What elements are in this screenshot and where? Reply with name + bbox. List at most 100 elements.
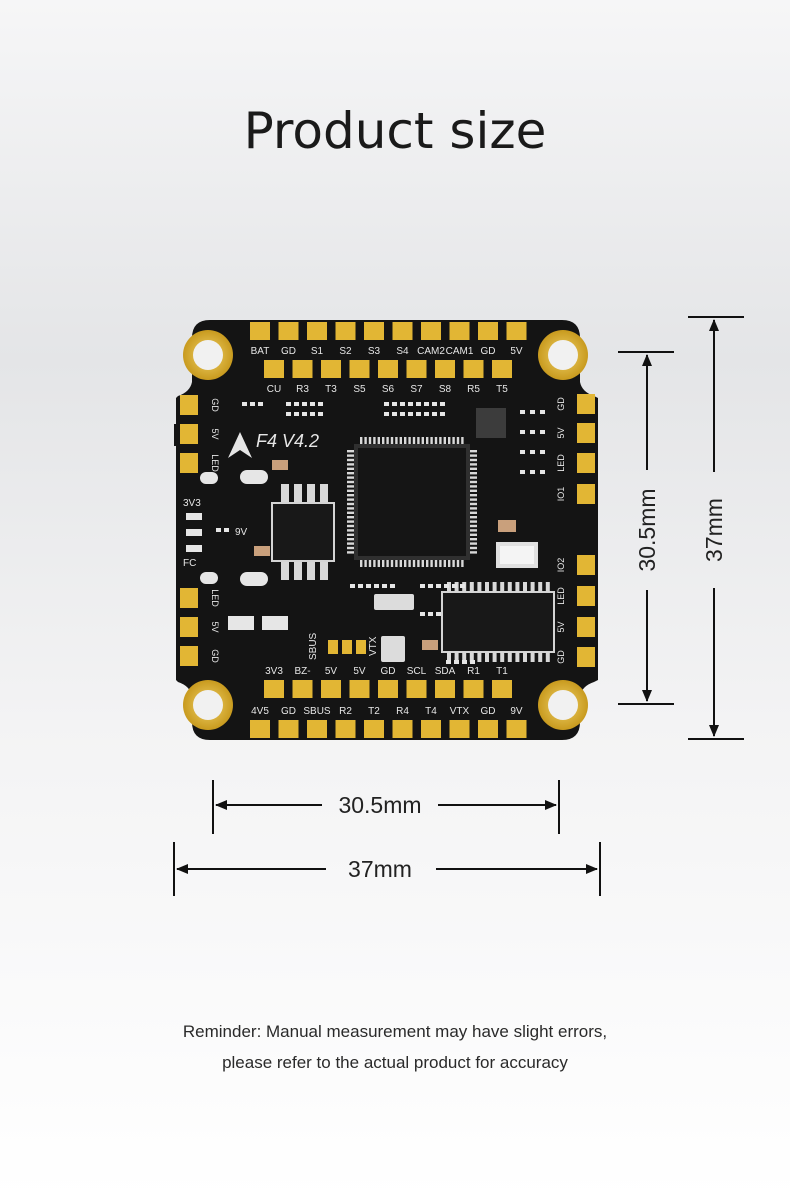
mcu-pin: [470, 450, 477, 453]
smd-component: [392, 402, 397, 406]
mcu-pin: [360, 437, 363, 444]
top-pad-label: GD: [481, 346, 496, 357]
right-pad: [577, 586, 595, 606]
silkscreen-labels: 3V3 9V FC SBUS VTX: [183, 498, 379, 660]
regulator-body: [271, 502, 335, 562]
bootloader-pad: [381, 636, 405, 662]
mcu-pin: [368, 560, 372, 567]
mcu-pin: [470, 533, 477, 536]
left-pad-label: LED: [210, 589, 220, 607]
top-inner-pad: [264, 360, 284, 378]
bottom-pad-label: GD: [481, 706, 496, 717]
reminder-line-2: please refer to the actual product for a…: [222, 1053, 568, 1072]
regulator-pin: [294, 484, 302, 502]
mcu-chip: [347, 437, 477, 567]
smd-component: [258, 402, 263, 406]
smd-component: [242, 402, 247, 406]
left-pad: [180, 617, 198, 637]
mcu-pin: [456, 560, 460, 567]
smd-component: [318, 412, 323, 416]
osd-pin: [469, 652, 474, 662]
bottom-pad: [278, 720, 299, 738]
osd-pin: [545, 652, 550, 662]
mcu-pin: [382, 560, 385, 567]
regulator-pin: [281, 484, 289, 502]
mcu-pin: [448, 560, 451, 567]
right-pad-label: IO2: [556, 558, 566, 573]
top-inner-pad-label: S7: [410, 384, 423, 395]
top-inner-pad: [463, 360, 484, 378]
bottom-inner-pad: [463, 680, 484, 698]
smd-component: [432, 402, 437, 406]
mcu-pin: [443, 437, 446, 444]
smd-component: [540, 410, 545, 414]
mcu-pin: [347, 551, 354, 554]
top-inner-pad-label: S8: [439, 384, 452, 395]
mcu-pin: [470, 476, 477, 479]
osd-pin: [477, 582, 482, 592]
button-switch: [374, 594, 414, 610]
right-pad: [577, 484, 595, 504]
bottom-inner-pad-label: GD: [381, 666, 396, 677]
mcu-pin: [347, 467, 354, 470]
mcu-pin: [439, 437, 442, 444]
label-vtx: VTX: [368, 636, 379, 656]
smd-component: [390, 584, 395, 588]
right-pad-label: GD: [556, 397, 566, 411]
smd-dots: [216, 402, 545, 664]
mcu-pin: [448, 437, 451, 444]
top-pad: [478, 322, 498, 340]
sbus-pad-3: [356, 640, 366, 654]
regulator-pin: [307, 484, 315, 502]
mcu-pin: [470, 529, 477, 532]
mcu-pin: [470, 524, 477, 528]
mcu-pin: [470, 454, 477, 457]
top-pad-label: GD: [281, 346, 296, 357]
mcu-pin: [390, 560, 394, 567]
smd-component: [470, 660, 475, 664]
mcu-pin: [434, 560, 438, 567]
mcu-pin: [347, 542, 354, 545]
right-pad-label: 5V: [556, 427, 566, 438]
label-fc: FC: [183, 558, 196, 569]
regulator-pin: [281, 562, 289, 580]
dimension-lines: [173, 316, 744, 896]
dim-mount-vertical: 30.5mm: [634, 488, 660, 571]
smd-component: [432, 412, 437, 416]
smd-component: [400, 402, 405, 406]
mcu-pin: [373, 437, 376, 444]
left-pad: [180, 588, 198, 608]
bottom-pad: [449, 720, 470, 738]
smd-component: [520, 450, 525, 454]
osd-pin: [485, 582, 489, 592]
smd-component: [408, 402, 413, 406]
mcu-pin: [395, 437, 398, 444]
top-inner-pad-label: R3: [296, 384, 309, 395]
osd-pin: [492, 582, 497, 592]
smd-component: [392, 412, 397, 416]
smd-component: [530, 410, 535, 414]
mcu-pin: [386, 437, 389, 444]
mcu-pin: [470, 498, 477, 501]
top-inner-pad: [435, 360, 455, 378]
label-9v: 9V: [235, 527, 248, 538]
bottom-pad: [506, 720, 527, 738]
mcu-pin: [408, 560, 411, 567]
mcu-pin: [404, 437, 407, 444]
bottom-pad-label: 4V5: [251, 706, 269, 717]
smd-component: [452, 584, 457, 588]
mcu-pin: [390, 437, 394, 444]
mcu-pin: [430, 437, 433, 444]
right-pad-label: IO1: [556, 487, 566, 502]
side-notch: [174, 424, 180, 446]
top-pad: [364, 322, 384, 340]
osd-pin: [545, 582, 550, 592]
smd-component: [428, 612, 433, 616]
mcu-pin: [434, 437, 438, 444]
smd-component: [436, 584, 441, 588]
led-1: [186, 513, 202, 520]
bottom-inner-pad-label: SCL: [407, 666, 427, 677]
smd-component: [440, 402, 445, 406]
bottom-inner-pad-label: 3V3: [265, 666, 283, 677]
